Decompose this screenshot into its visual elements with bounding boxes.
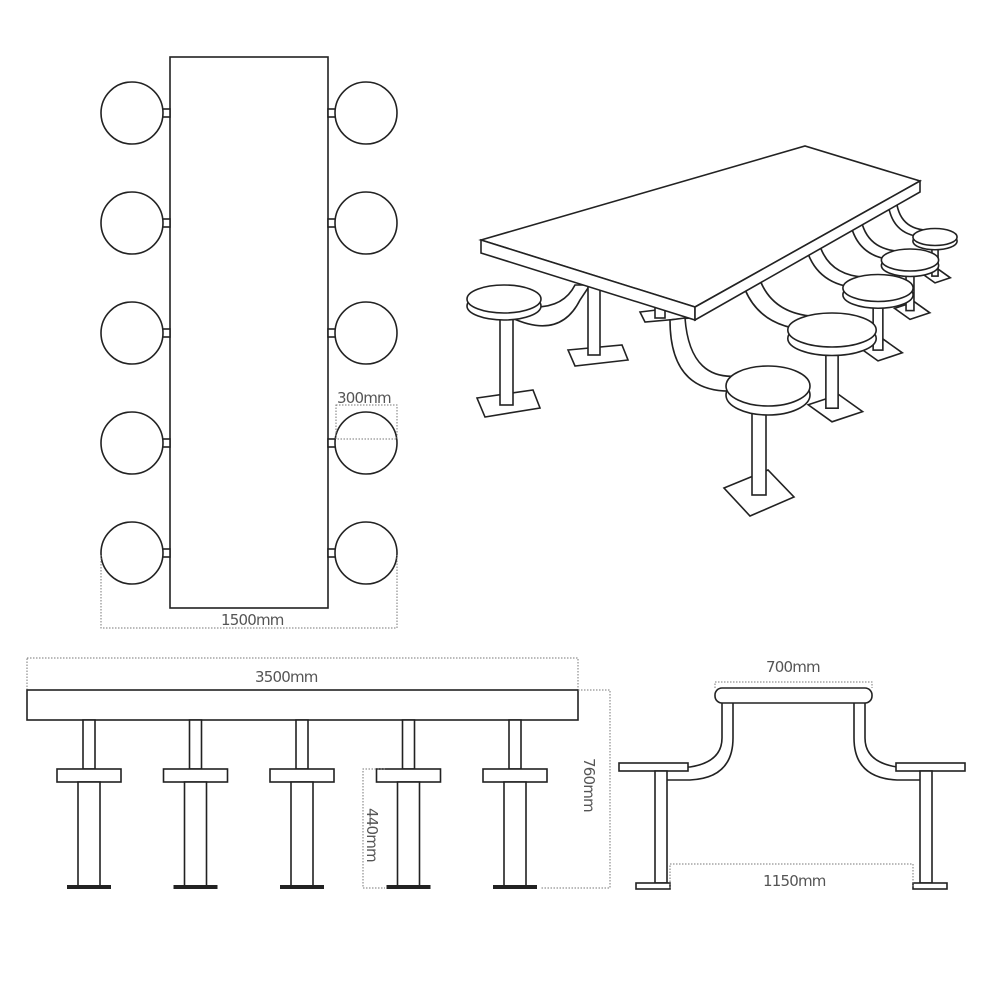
stool-seat [842,273,914,303]
seat-height-label: 440mm [363,808,381,862]
side-view: 3500mm 760mm 440mm [26,657,611,889]
upper-post [401,719,416,770]
stool-plan-right [334,521,398,585]
stool-seat-side [269,768,335,783]
upper-post [188,719,203,770]
stool-plan-right [334,411,398,475]
depth-dimension-line [714,681,873,688]
stool-leg [503,781,527,887]
table-top-edge [694,179,921,322]
overall-width-label: 1500mm [221,611,284,629]
foot-plate [493,885,537,889]
left-leg-end [654,770,668,884]
end-view: 700mm 1150mm [618,658,966,890]
stool-seat-side [56,768,122,783]
table-length-label: 3500mm [255,668,318,686]
stool-leg [183,781,208,887]
top-view: 300mm 1500mm [100,56,398,629]
stool-leg [396,781,421,887]
stool-plan-right [334,301,398,365]
stool-seat-side [482,768,548,783]
stool-plan-left [100,191,164,255]
left-support-arm [659,701,734,781]
stool-diameter-label: 300mm [337,389,391,407]
stool-plan-left [100,521,164,585]
upper-post [508,719,522,770]
stool-seat [725,365,811,407]
table-depth-label: 700mm [766,658,820,676]
upper-post [82,719,96,770]
stool-seat-side [375,768,442,783]
table-top-end [714,687,873,704]
right-foot-end [912,882,948,890]
foot-plate [173,885,218,889]
table-height-label: 760mm [580,758,598,812]
stool-plan-right [334,191,398,255]
stool-plan-left [100,301,164,365]
stool-seat [466,284,542,314]
stool-seat [786,312,877,348]
stool-plan-right [334,81,398,145]
right-support-arm [853,701,928,781]
stool-seat [912,227,958,247]
table-top-plan [169,56,329,609]
table-leg [587,284,601,356]
stool-post [751,404,767,496]
stool-leg [77,781,101,887]
foot-plate [386,885,431,889]
stool-plan-left [100,411,164,475]
left-foot-end [635,882,671,890]
stool-leg [290,781,314,887]
stool-post [499,314,514,406]
right-seat-end [895,762,966,772]
stool-plan-left [100,81,164,145]
seat-height-dimension-line [362,768,385,889]
width-dimension-line [100,555,398,629]
foot-plate [67,885,111,889]
table-top-side [26,689,579,721]
upper-post [295,719,309,770]
foot-spacing-label: 1150mm [763,872,826,890]
foot-plate [280,885,324,889]
left-seat-end [618,762,689,772]
right-leg-end [919,770,933,884]
stool-dimension-box [335,404,398,440]
perspective-view [466,145,958,517]
height-dimension-line [540,689,611,889]
stool-seat [880,248,940,272]
stool-seat-side [162,768,229,783]
foot-spacing-dimension-line [669,863,914,888]
